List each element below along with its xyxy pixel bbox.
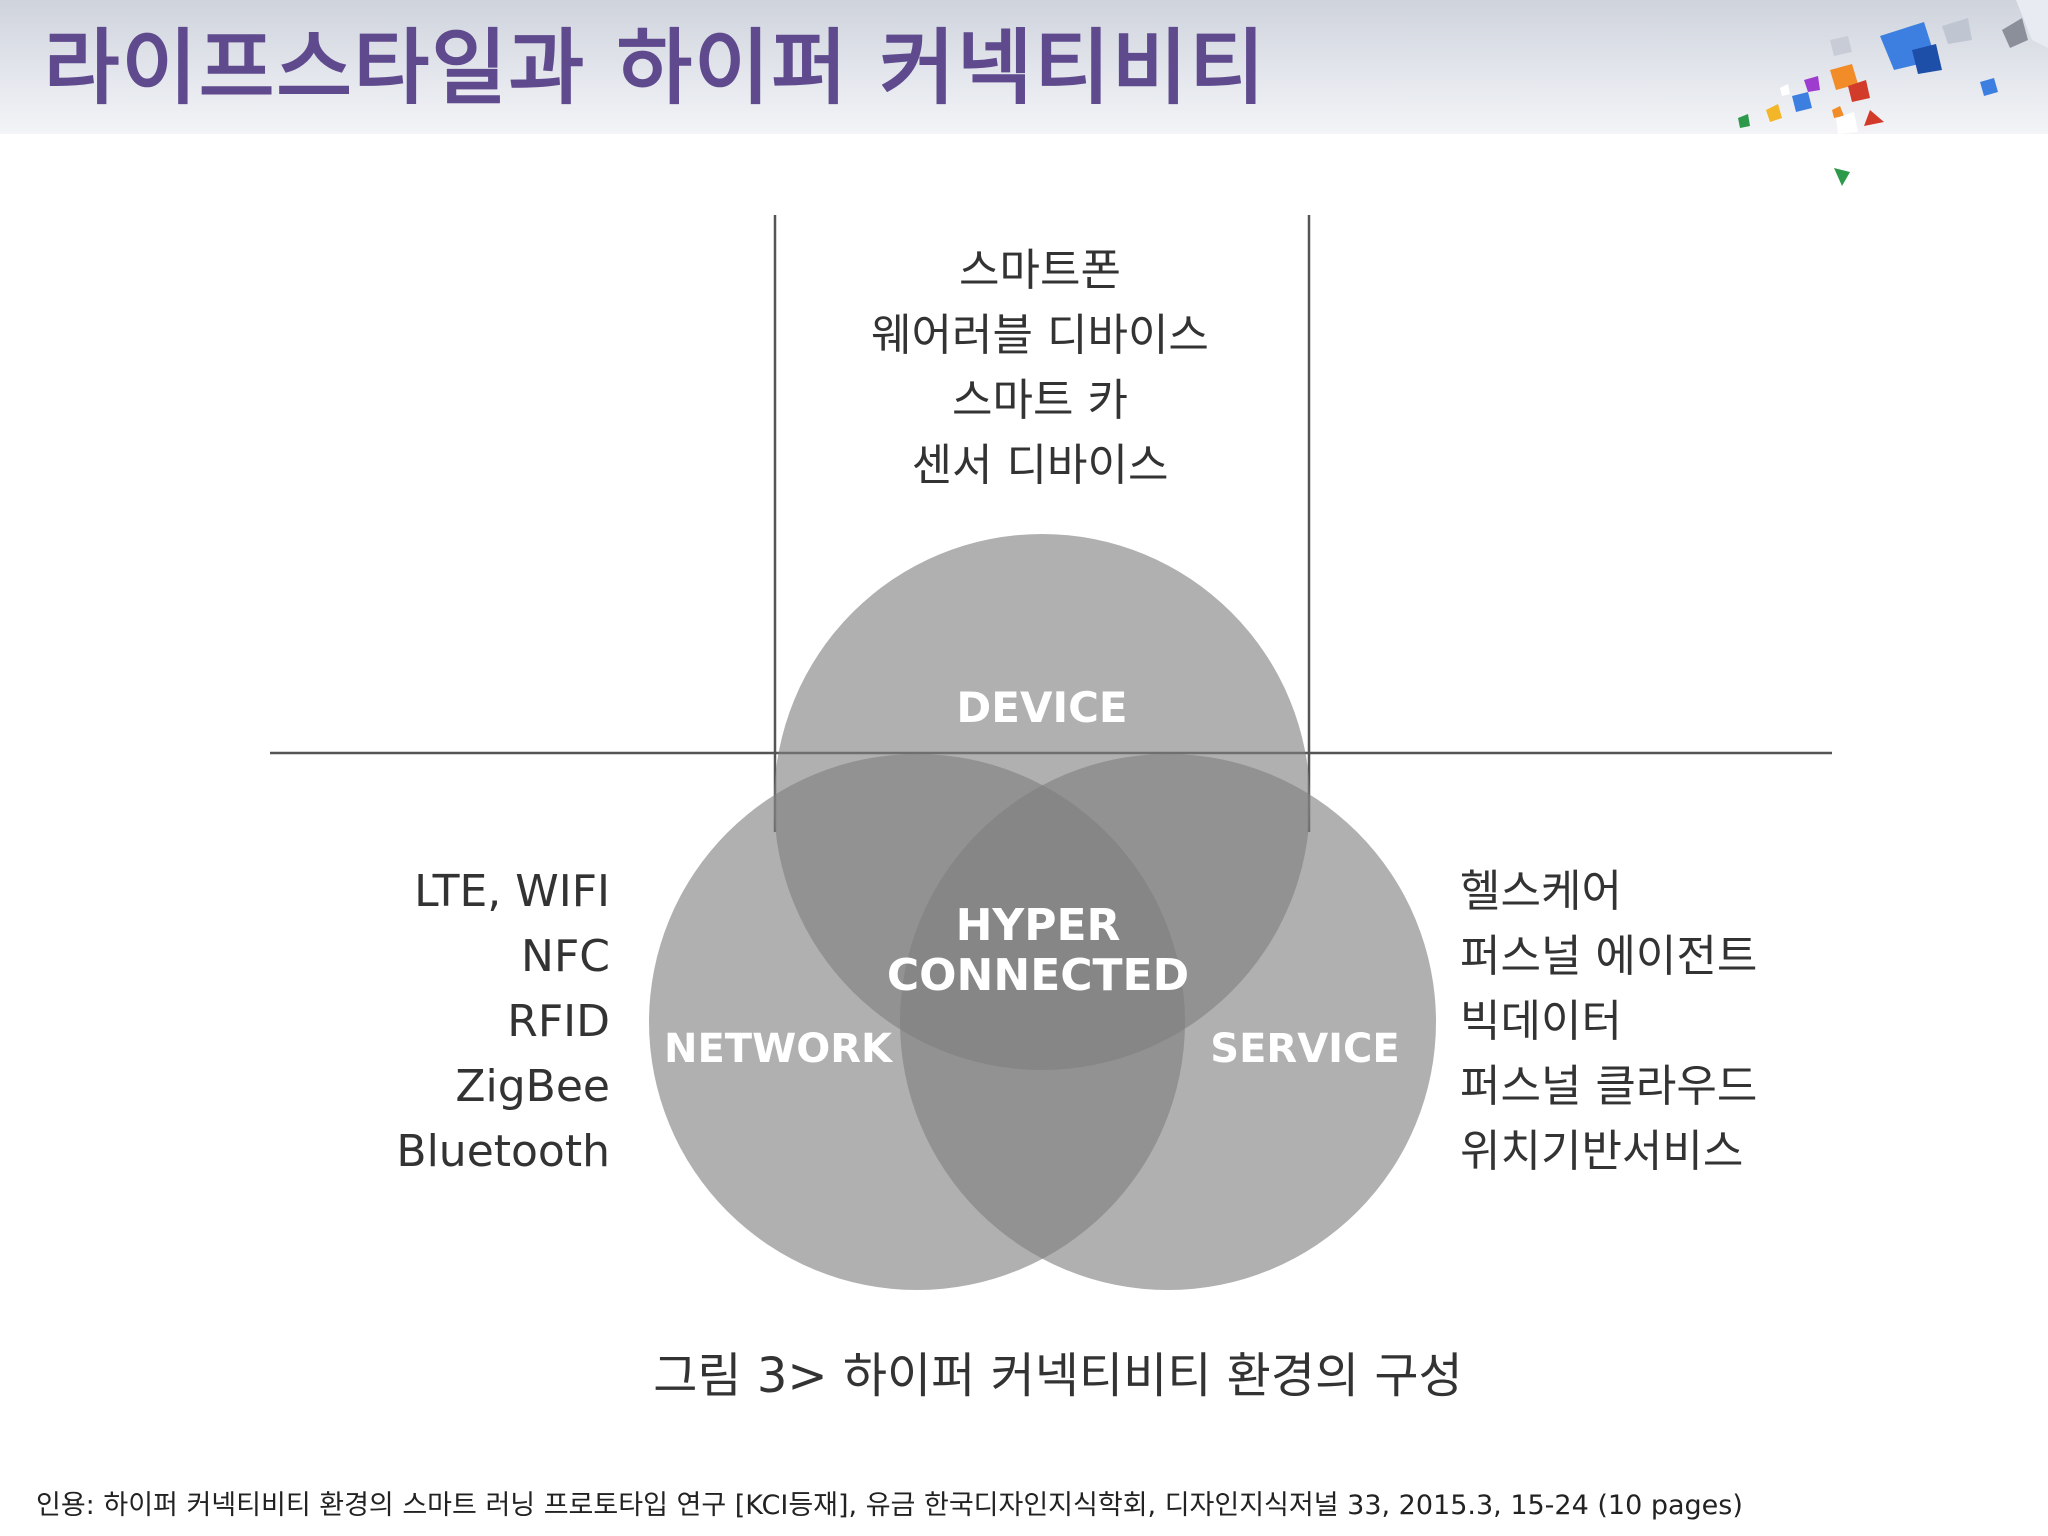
network-item: ZigBee (455, 1061, 610, 1112)
center-label-line-2: CONNECTED (887, 950, 1189, 1001)
device-item: 웨어러블 디바이스 (871, 310, 1209, 361)
device-item: 센서 디바이스 (912, 440, 1169, 491)
network-item: NFC (521, 931, 610, 982)
venn-circles (649, 534, 1436, 1290)
device-item: 스마트폰 (959, 245, 1121, 296)
slide-title: 라이프스타일과 하이퍼 커넥티비티 (44, 21, 1267, 116)
service-item: 위치기반서비스 (1460, 1126, 1743, 1177)
network-item: RFID (507, 996, 610, 1047)
figure-caption: 그림 3> 하이퍼 커넥티비티 환경의 구성 (653, 1348, 1462, 1404)
network-circle-label: NETWORK (664, 1026, 894, 1072)
service-item: 헬스케어 (1460, 866, 1622, 917)
device-circle-label: DEVICE (956, 683, 1127, 732)
service-circle (900, 754, 1436, 1290)
decorative-confetti-graphic (1738, 0, 2048, 186)
citation-text: 인용: 하이퍼 커넥티비티 환경의 스마트 러닝 프로토타입 연구 [KCI등재… (36, 1490, 1743, 1521)
service-item: 퍼스널 에이전트 (1460, 931, 1757, 982)
center-label-line-1: HYPER (956, 900, 1121, 951)
service-item: 퍼스널 클라우드 (1460, 1061, 1757, 1112)
network-item: LTE, WIFI (414, 866, 610, 917)
service-item: 빅데이터 (1460, 996, 1622, 1047)
device-item: 스마트 카 (952, 375, 1128, 426)
header-band (0, 0, 2048, 134)
service-circle-label: SERVICE (1210, 1026, 1399, 1072)
network-item: Bluetooth (396, 1126, 610, 1177)
